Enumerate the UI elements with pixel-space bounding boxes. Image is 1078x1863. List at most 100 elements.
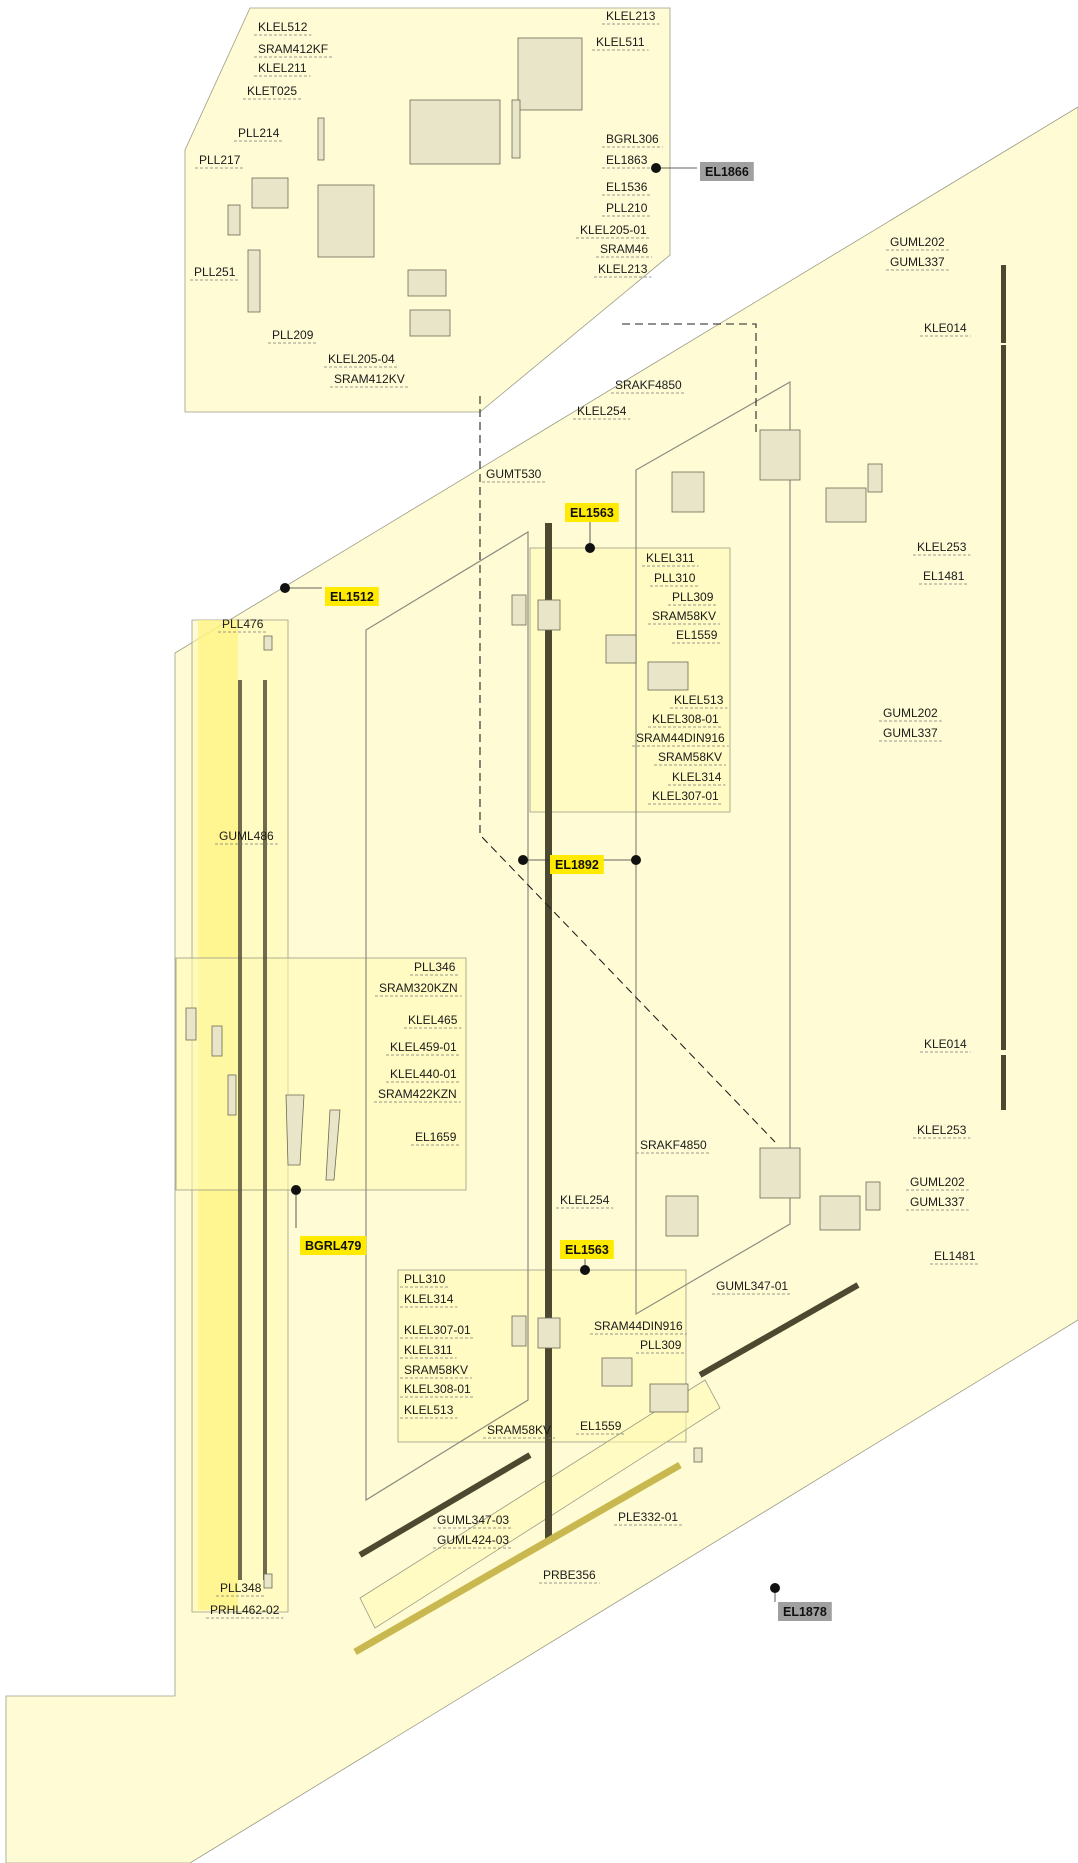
el1878-dot [770, 1583, 780, 1593]
part-label-text: KLEL440-01 [390, 1067, 457, 1081]
part-label-text: EL1536 [606, 180, 648, 194]
part-label-text: PLL210 [606, 201, 648, 215]
part-label-el1559: EL1559 [672, 628, 722, 644]
upper-hinge-detail-panel [529, 547, 731, 813]
assembly-badge-bg [550, 855, 604, 874]
part-label-guml337: GUML337 [886, 255, 949, 271]
prbe356-profile [353, 1461, 682, 1656]
part-label-sram58kv: SRAM58KV [648, 609, 721, 625]
part-label-text: KLEL253 [917, 1123, 967, 1137]
part-label-text: PRHL462-02 [210, 1603, 280, 1617]
part-label-text: GUML202 [883, 706, 938, 720]
part-label-text: KLEL465 [408, 1013, 458, 1027]
part-label-text: KLEL213 [606, 9, 656, 23]
lock-detail-panel [175, 957, 467, 1191]
part-label-text: KLEL213 [598, 262, 648, 276]
part-label-klel211: KLEL211 [254, 61, 311, 77]
part-label-text: SRAM58KV [487, 1423, 551, 1437]
el1892-dot-left [518, 855, 528, 865]
assembly-badge-text: EL1563 [565, 1243, 609, 1257]
part-label-pll348: PLL348 [216, 1581, 266, 1597]
assembly-badge-bg [300, 1236, 367, 1255]
assembly-badge-bg [565, 503, 619, 522]
part-label-guml347-01: GUML347-01 [712, 1279, 793, 1295]
part-label-el1481: EL1481 [919, 569, 969, 585]
klel254-cover-top [671, 471, 705, 513]
part-label-klel311: KLEL311 [642, 551, 699, 567]
part-label-text: SRAM320KZN [379, 981, 458, 995]
connector-left-route [479, 396, 776, 1143]
part-label-text: KLEL314 [404, 1292, 454, 1306]
part-label-klet025: KLET025 [243, 84, 302, 100]
lower-hinge-clamp [759, 1147, 801, 1199]
assembly-badge-text: EL1878 [783, 1605, 827, 1619]
ple332-01-cap [693, 1447, 703, 1463]
klel253-cap-top [867, 463, 883, 493]
assembly-badge-text: EL1563 [570, 506, 614, 520]
part-label-text: PLL310 [654, 571, 696, 585]
part-label-text: PLL214 [238, 126, 280, 140]
part-label-text: KLEL211 [258, 61, 307, 75]
part-label-text: PLL309 [640, 1338, 682, 1352]
connector-top-detail [622, 323, 757, 432]
part-label-text: SRAKF4850 [640, 1138, 707, 1152]
part-label-klel307-01: KLEL307-01 [648, 789, 723, 805]
part-label-kle014: KLE014 [920, 1037, 971, 1053]
guml486-seal-b [263, 680, 267, 1580]
part-label-text: GUML337 [910, 1195, 965, 1209]
part-label-text: KLEL459-01 [390, 1040, 457, 1054]
part-label-text: GUML337 [890, 255, 945, 269]
part-label-text: GUML347-01 [716, 1279, 788, 1293]
left-glass-door [365, 530, 529, 1502]
assembly-badge-text: EL1892 [555, 858, 599, 872]
klel440-01-wedge [285, 1094, 305, 1166]
pll476-stop [263, 635, 273, 651]
part-label-text: KLEL511 [596, 35, 645, 49]
part-label-klel205-01: KLEL205-01 [576, 223, 651, 239]
assembly-badge-el1866: EL1866 [700, 162, 754, 181]
part-label-text: SRAM412KF [258, 42, 328, 56]
part-label-text: SRAM44DIN916 [636, 731, 725, 745]
part-label-pll310: PLL310 [650, 571, 700, 587]
part-label-klel254: KLEL254 [573, 404, 631, 420]
part-label-klel307-01: KLEL307-01 [400, 1323, 475, 1339]
klel459-01-insert [227, 1074, 237, 1116]
part-label-pll214: PLL214 [234, 126, 284, 142]
part-label-el1863: EL1863 [602, 153, 652, 169]
el1559-plate-bottom [649, 1383, 689, 1413]
part-label-sram58kv: SRAM58KV [483, 1423, 556, 1439]
assembly-badge-bg [778, 1602, 832, 1621]
part-label-text: KLE014 [924, 1037, 967, 1051]
lower-hinge-center [537, 1317, 561, 1349]
part-label-text: KLEL513 [404, 1403, 454, 1417]
part-label-klel314: KLEL314 [668, 770, 726, 786]
part-label-text: EL1863 [606, 153, 648, 167]
part-label-text: KLEL254 [577, 404, 627, 418]
upper-hinge-right [605, 634, 637, 664]
assembly-badge-text: EL1866 [705, 165, 749, 179]
part-label-klel254: KLEL254 [556, 1193, 614, 1209]
part-label-sram46: SRAM46 [596, 242, 653, 258]
lower-hinge-detail-panel [397, 1269, 687, 1443]
upper-hinge-center [537, 599, 561, 631]
part-label-guml337: GUML337 [906, 1195, 969, 1211]
part-label-text: KLEL205-01 [580, 223, 647, 237]
part-label-prhl462-02: PRHL462-02 [206, 1603, 284, 1619]
part-labels: KLEL213KLEL511KLEL512SRAM412KFKLEL211KLE… [190, 9, 980, 1619]
part-label-text: SRAM58KV [652, 609, 716, 623]
part-label-text: KLE014 [924, 321, 967, 335]
part-label-klel308-01: KLEL308-01 [400, 1382, 475, 1398]
part-label-text: SRAM58KV [658, 750, 722, 764]
assembly-badge-el1892: EL1892 [550, 855, 604, 874]
glass-panels [365, 380, 791, 1502]
right-glass-door [635, 380, 791, 1316]
pll251-plate [247, 249, 261, 313]
part-label-text: KLEL314 [672, 770, 722, 784]
bgrl306-bar [511, 99, 521, 159]
part-label-text: KLEL311 [404, 1343, 453, 1357]
part-label-guml424-03: GUML424-03 [433, 1533, 514, 1549]
el1659-wedge [325, 1109, 341, 1181]
part-label-text: PLE332-01 [618, 1510, 678, 1524]
